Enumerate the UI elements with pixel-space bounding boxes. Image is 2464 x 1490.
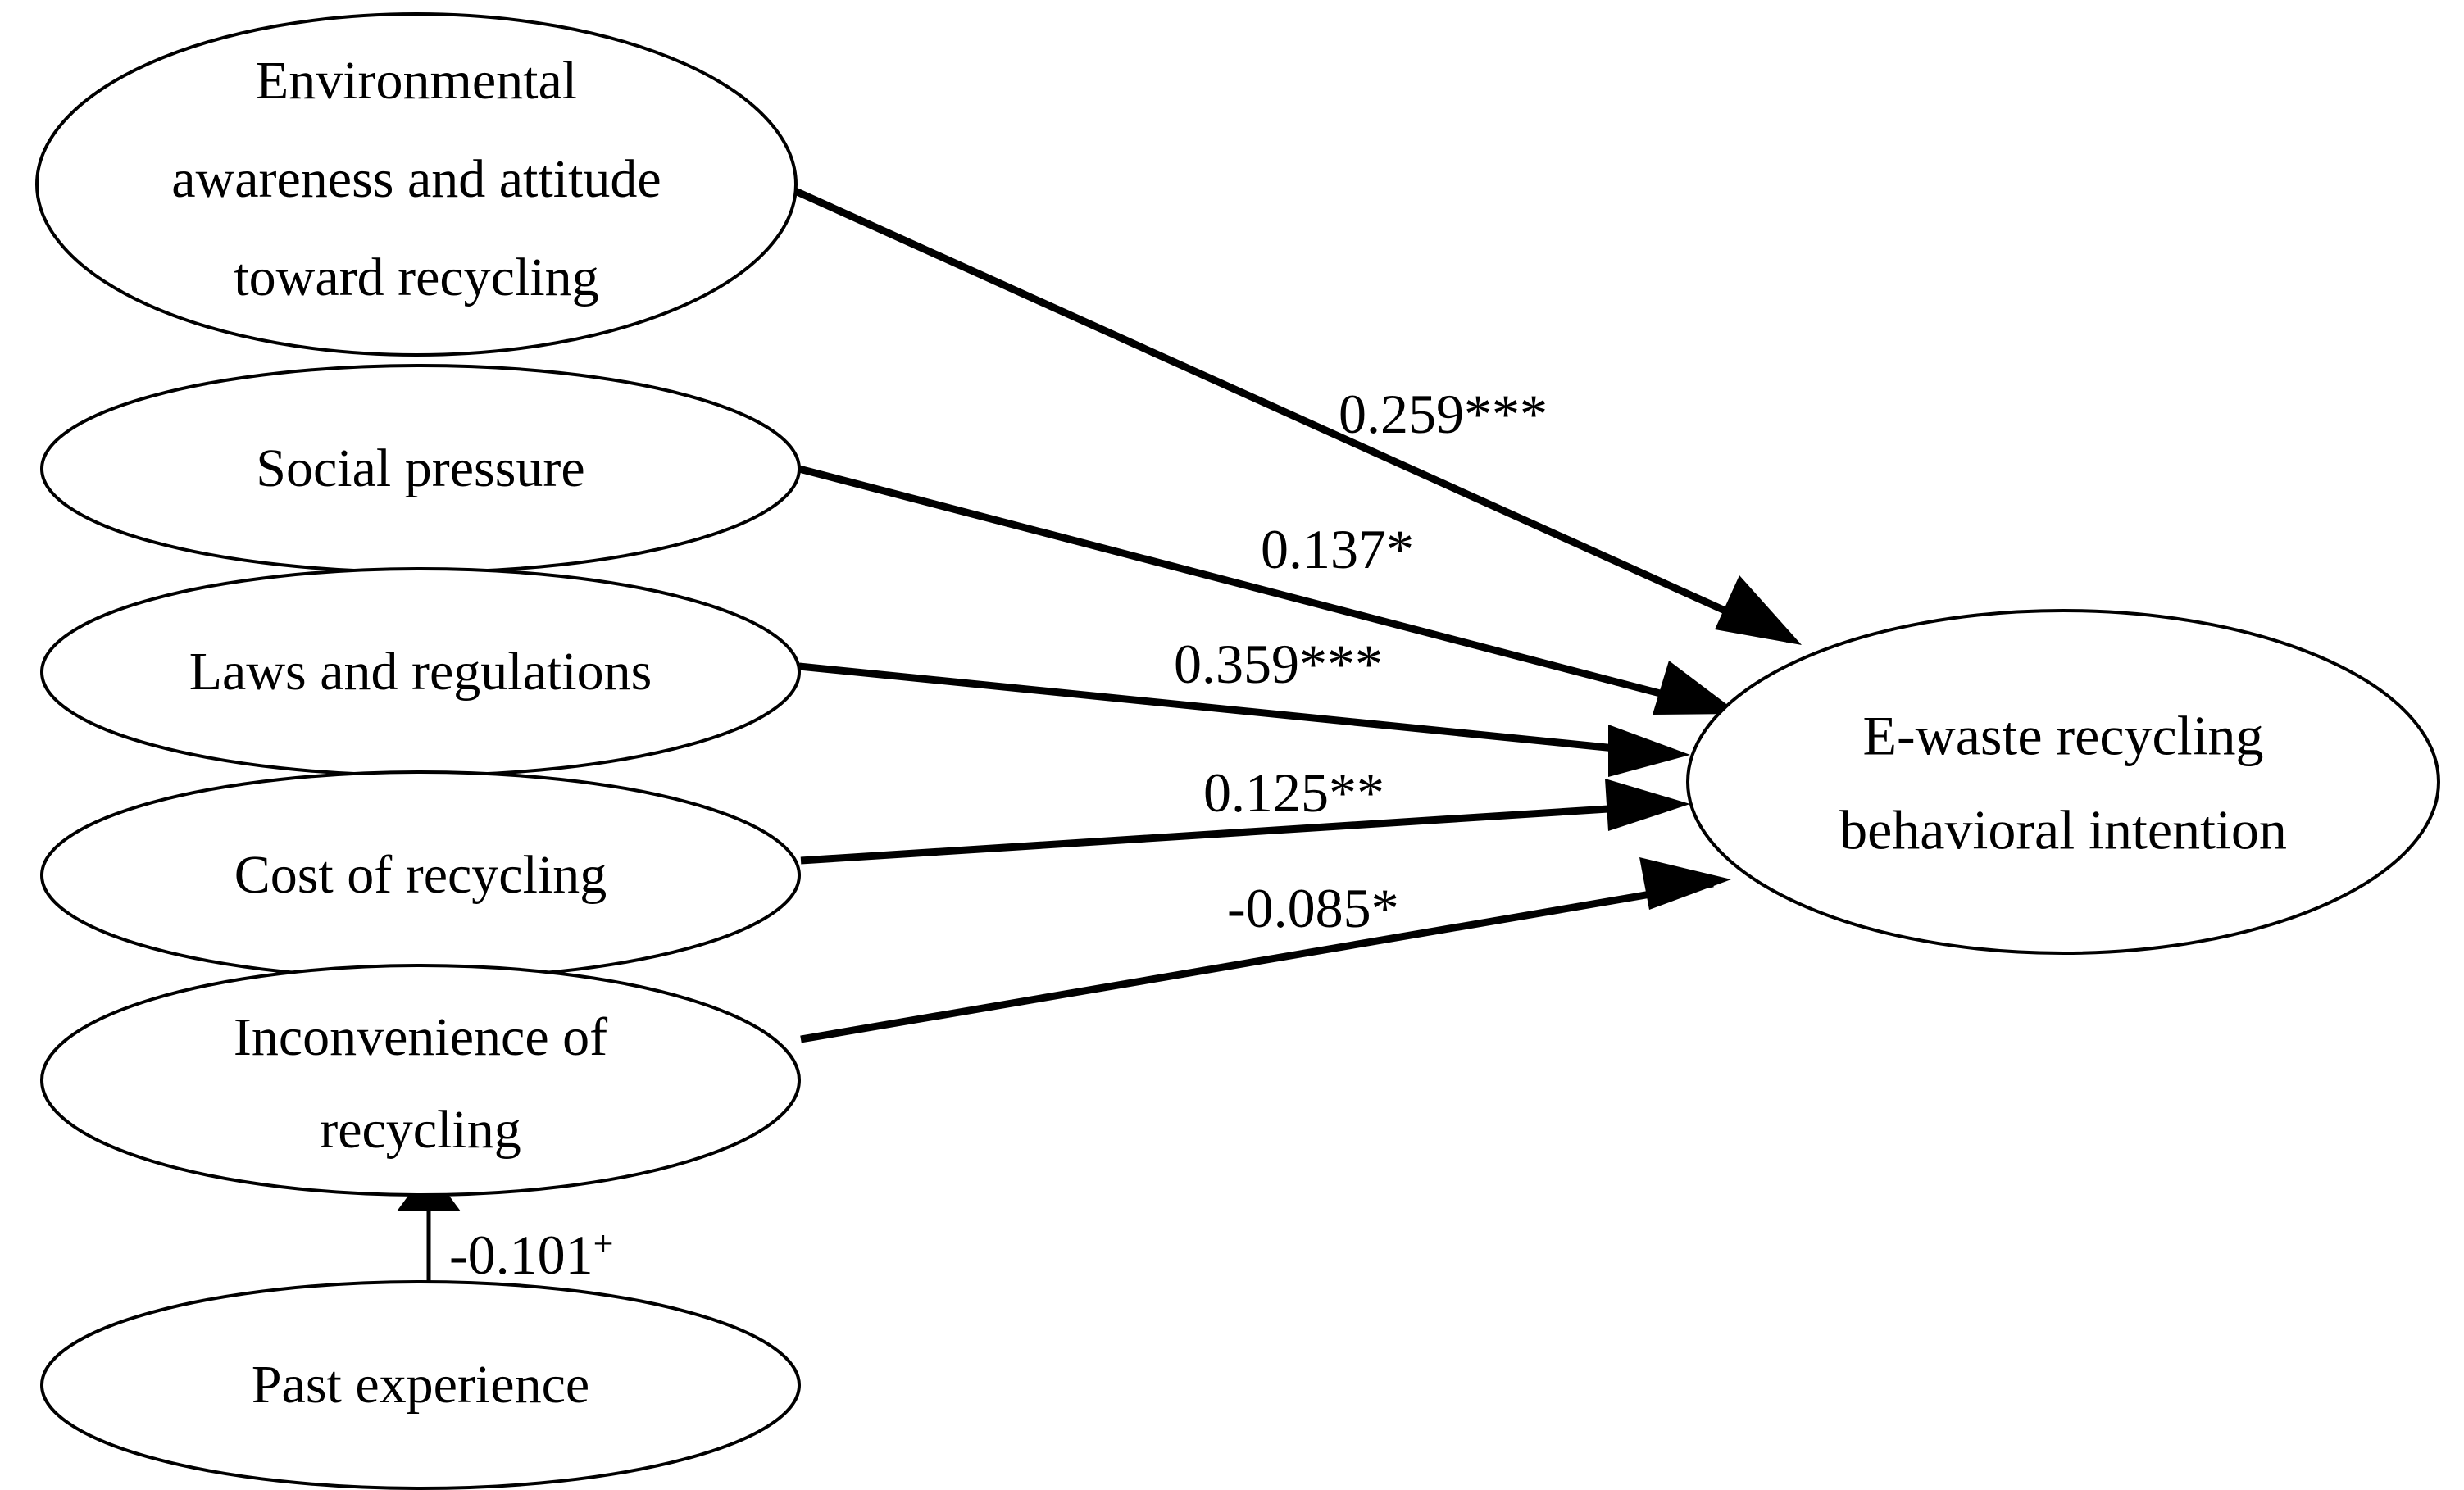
node-label-outcome-line1: E-waste recycling	[1863, 705, 2264, 767]
node-ewaste-recycling-behavioral-intention[interactable]: E-waste recycling behavioral intention	[1686, 609, 2440, 955]
arrowhead-social	[1653, 661, 1739, 715]
coefficient-significance-past-experience: +	[593, 1224, 614, 1264]
node-social-pressure[interactable]: Social pressure	[40, 364, 801, 574]
ellipse-past-experience	[40, 1280, 801, 1490]
node-label-past-experience: Past experience	[252, 1355, 589, 1415]
coefficient-label-cost: 0.125**	[1203, 761, 1384, 824]
node-label-inconvenience-line1: Inconvenience of	[234, 1007, 607, 1067]
node-cost-of-recycling[interactable]: Cost of recycling	[40, 770, 801, 980]
path-social-to-outcome[interactable]	[798, 465, 1739, 715]
ellipse-outcome	[1686, 609, 2440, 955]
ellipse-environmental-awareness	[35, 12, 798, 357]
arrowhead-environmental	[1715, 575, 1802, 645]
path-inconvenience-to-outcome[interactable]	[800, 857, 1731, 1043]
node-laws-and-regulations[interactable]: Laws and regulations	[40, 567, 801, 777]
coefficient-label-social: 0.137*	[1261, 518, 1414, 580]
path-line-inconvenience	[800, 879, 1714, 1043]
path-laws-to-outcome[interactable]	[798, 662, 1690, 777]
node-label-environmental-line1: Environmental	[256, 51, 577, 111]
coefficient-label-past-experience: -0.101+	[449, 1224, 613, 1286]
node-label-laws-and-regulations: Laws and regulations	[189, 642, 652, 702]
arrowhead-cost	[1605, 779, 1690, 831]
node-label-cost-of-recycling: Cost of recycling	[234, 845, 607, 905]
node-label-outcome-line2: behavioral intention	[1839, 799, 2287, 861]
path-line-social	[798, 465, 1725, 714]
coefficient-label-inconvenience: -0.085*	[1227, 877, 1399, 939]
arrowhead-laws	[1608, 725, 1690, 777]
path-line-environmental	[792, 186, 1790, 643]
node-past-experience[interactable]: Past experience	[40, 1280, 801, 1490]
path-environmental-to-outcome[interactable]	[792, 186, 1802, 645]
path-line-laws	[798, 662, 1673, 758]
arrowhead-inconvenience	[1639, 857, 1731, 910]
path-cost-to-outcome[interactable]	[800, 779, 1690, 865]
node-label-environmental-line3: toward recycling	[234, 248, 598, 307]
node-environmental-awareness[interactable]: Environmental awareness and attitude tow…	[35, 12, 798, 357]
path-line-cost	[800, 801, 1673, 865]
node-label-social-pressure: Social pressure	[256, 438, 584, 498]
coefficient-label-environmental: 0.259***	[1339, 383, 1548, 445]
ellipse-inconvenience-of-recycling	[40, 964, 801, 1197]
node-label-inconvenience-line2: recycling	[320, 1100, 521, 1160]
node-label-environmental-line2: awareness and attitude	[171, 149, 661, 209]
coefficient-value-past-experience: -0.101	[449, 1224, 593, 1286]
node-inconvenience-of-recycling[interactable]: Inconvenience of recycling	[40, 964, 801, 1197]
coefficient-label-laws: 0.359***	[1174, 633, 1383, 695]
